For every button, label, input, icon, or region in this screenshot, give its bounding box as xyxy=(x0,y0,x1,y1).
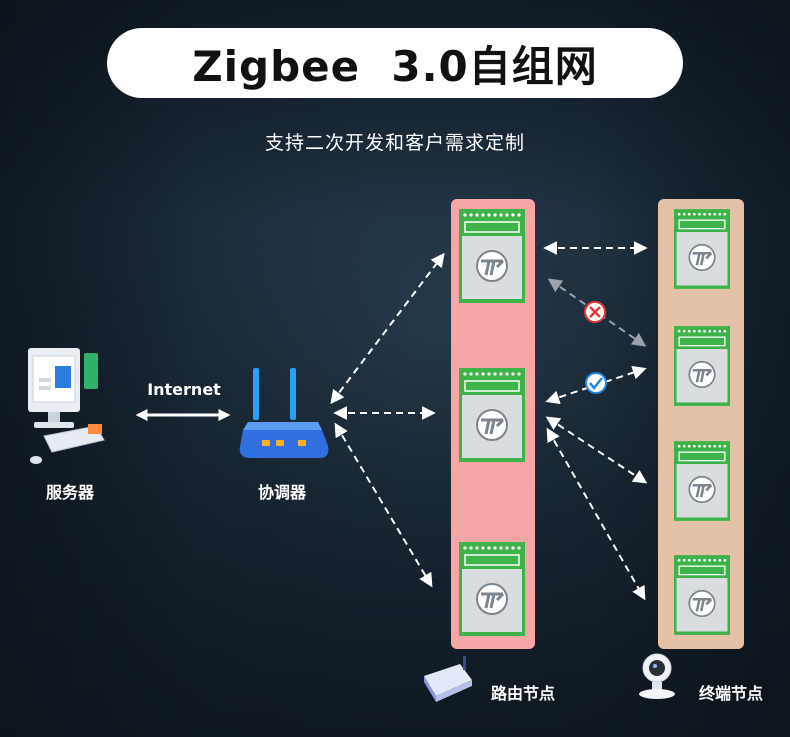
check-icon xyxy=(585,372,607,394)
link-coordinator-router-1 xyxy=(330,252,445,405)
end-node-label: 终端节点 xyxy=(698,684,763,703)
zigbee-module-icon xyxy=(459,542,525,636)
title-banner: Zigbee 3.0自组网 xyxy=(107,28,683,98)
page-title: Zigbee 3.0自组网 xyxy=(192,41,598,91)
link-coordinator-router-3 xyxy=(334,422,433,588)
coordinator-label: 协调器 xyxy=(257,483,306,502)
zigbee-module-icon xyxy=(459,368,525,462)
page-subtitle: 支持二次开发和客户需求定制 xyxy=(264,132,525,154)
cross-icon xyxy=(584,301,606,323)
link-router-2-end-4 xyxy=(546,427,646,601)
zigbee-module-icon xyxy=(674,555,730,635)
zigbee-module-icon xyxy=(674,209,730,289)
gateway-device-icon xyxy=(424,656,472,702)
zigbee-module-icon xyxy=(459,209,525,303)
computer-icon xyxy=(28,348,105,464)
internet-label: Internet xyxy=(147,380,221,399)
router-icon xyxy=(239,368,329,458)
zigbee-module-icon xyxy=(674,326,730,406)
zigbee-module-icon xyxy=(674,441,730,521)
router-node-label: 路由节点 xyxy=(490,684,555,703)
server-label: 服务器 xyxy=(45,483,94,502)
link-router-2-end-3 xyxy=(545,416,648,484)
webcam-icon xyxy=(639,653,675,699)
